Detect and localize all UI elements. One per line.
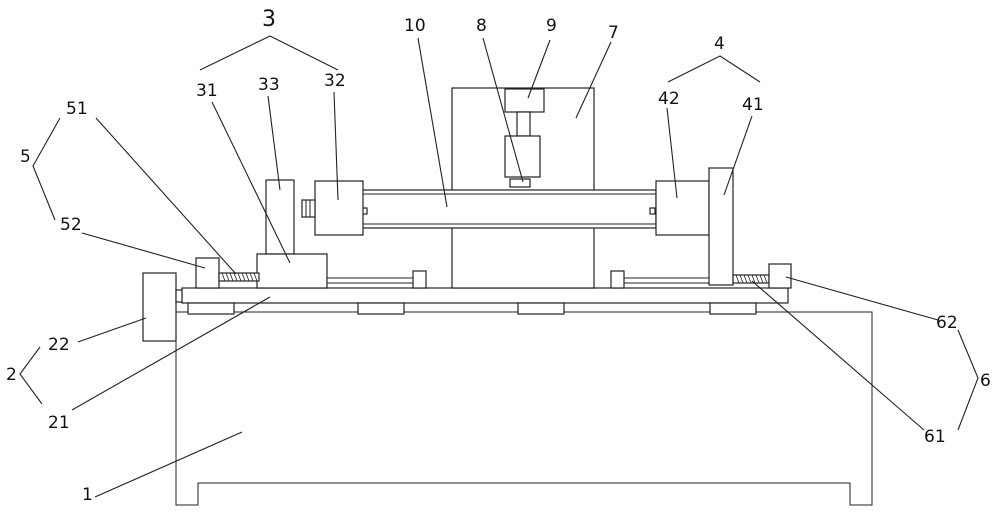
bar-end-cap-right — [649, 207, 656, 215]
leader-61 — [751, 280, 925, 431]
label-3: 3 — [262, 7, 276, 32]
leader-32 — [333, 91, 339, 201]
plate-foot-1 — [187, 302, 235, 315]
left-screw-motor — [195, 257, 220, 289]
right-upright — [708, 167, 734, 286]
leader-31 — [211, 101, 291, 264]
right-stop-block — [610, 270, 625, 289]
label-51: 51 — [66, 99, 88, 119]
label-22: 22 — [48, 335, 70, 355]
left-slide-block — [256, 253, 328, 289]
leader-1 — [94, 431, 243, 498]
label-33: 33 — [258, 75, 280, 95]
leader-10 — [417, 37, 448, 208]
leader-42 — [666, 107, 678, 199]
spindle-tip — [509, 178, 531, 188]
label-32: 32 — [324, 71, 346, 91]
leader-41 — [723, 115, 753, 196]
plate-foot-3 — [517, 302, 565, 315]
label-7: 7 — [608, 23, 619, 43]
label-61: 61 — [924, 427, 946, 447]
left-coupling — [301, 199, 316, 218]
leader-22 — [77, 317, 147, 343]
label-1: 1 — [82, 485, 93, 505]
label-9: 9 — [546, 16, 557, 36]
label-2: 2 — [6, 365, 17, 385]
leader-21 — [71, 296, 271, 411]
left-lead-screw-thread — [221, 272, 258, 282]
bracket-4 — [667, 55, 761, 83]
leader-7 — [575, 41, 612, 119]
rail-plate — [181, 287, 789, 304]
leader-62 — [785, 276, 939, 321]
right-screw-motor — [768, 263, 792, 289]
left-lead-screw — [218, 272, 260, 282]
bracket-5 — [32, 117, 61, 221]
label-6: 6 — [980, 371, 991, 391]
base-frame — [175, 311, 873, 506]
leader-8 — [482, 37, 524, 183]
leader-52 — [81, 232, 206, 269]
label-5: 5 — [20, 147, 31, 167]
bracket-6 — [957, 329, 979, 431]
label-10: 10 — [404, 16, 426, 36]
leader-33 — [267, 95, 281, 191]
motor — [504, 88, 545, 113]
label-4: 4 — [714, 34, 725, 54]
plate-foot-4 — [709, 302, 757, 315]
label-31: 31 — [196, 81, 218, 101]
label-41: 41 — [742, 95, 764, 115]
left-clamp-chuck — [314, 180, 364, 236]
label-8: 8 — [476, 16, 487, 36]
workpiece-bar — [361, 189, 657, 229]
right-clamp-chuck — [655, 180, 710, 236]
left-stop-block — [412, 270, 427, 289]
hand-wheel — [142, 272, 177, 342]
label-52: 52 — [60, 215, 82, 235]
hand-wheel-hub — [175, 289, 183, 303]
motor-shaft — [516, 111, 531, 137]
bracket-3 — [199, 35, 339, 71]
leader-9 — [527, 39, 551, 99]
spindle-head — [504, 135, 541, 178]
label-62: 62 — [936, 313, 958, 333]
plate-foot-2 — [357, 302, 405, 315]
leader-51 — [95, 117, 237, 275]
label-42: 42 — [658, 89, 680, 109]
right-lead-screw-thread — [735, 274, 768, 284]
label-21: 21 — [48, 413, 70, 433]
bracket-2 — [19, 346, 43, 405]
